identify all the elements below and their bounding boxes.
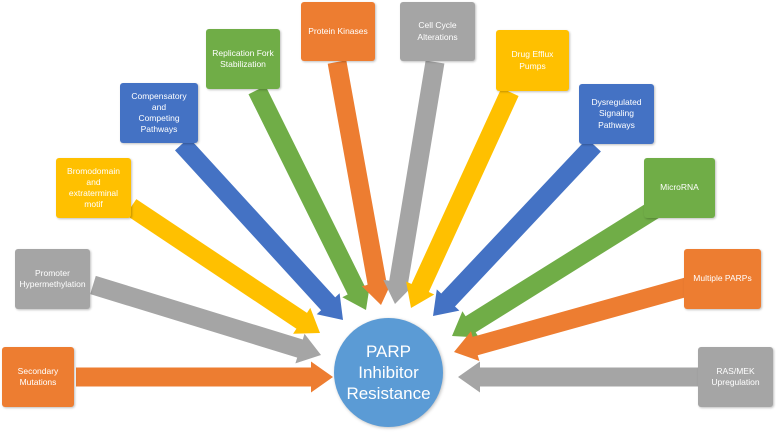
arrow-compensatory-pathways — [175, 137, 343, 320]
node-protein-kinases: Protein Kinases — [301, 2, 375, 61]
node-drug-efflux-pumps: Drug Efflux Pumps — [496, 30, 569, 91]
node-multiple-parps-label: Multiple PARPs — [693, 273, 752, 284]
node-protein-kinases-label: Protein Kinases — [308, 25, 368, 36]
arrow-secondary-mutations — [76, 361, 333, 393]
node-replication-fork: Replication Fork Stabilization — [206, 29, 280, 89]
node-dysregulated-signaling-label: Dysregulated Signaling Pathways — [591, 97, 642, 130]
node-promoter-hypermethylation-label: Promoter Hypermethylation — [19, 267, 86, 289]
node-promoter-hypermethylation: Promoter Hypermethylation — [15, 249, 90, 309]
arrow-drug-efflux-pumps — [406, 88, 519, 308]
arrow-protein-kinases — [327, 60, 393, 305]
arrow-multiple-parps — [454, 275, 697, 361]
node-compensatory-pathways-label: Compensatory and Competing Pathways — [131, 90, 187, 135]
node-secondary-mutations-label: Secondary Mutations — [17, 365, 59, 387]
node-ras-mek: RAS/MEK Upregulation — [698, 347, 773, 407]
node-drug-efflux-pumps-label: Drug Efflux Pumps — [511, 49, 554, 71]
center-label: PARP Inhibitor Resistance — [346, 341, 431, 404]
node-cell-cycle-label: Cell Cycle Alterations — [417, 20, 458, 42]
arrow-dysregulated-signaling — [433, 138, 601, 316]
arrow-microrna — [452, 197, 665, 338]
arrow-bromodomain — [125, 199, 320, 334]
center-circle: PARP Inhibitor Resistance — [334, 318, 443, 427]
node-ras-mek-label: RAS/MEK Upregulation — [711, 365, 760, 387]
node-dysregulated-signaling: Dysregulated Signaling Pathways — [579, 84, 654, 144]
node-cell-cycle: Cell Cycle Alterations — [400, 2, 475, 61]
node-replication-fork-label: Replication Fork Stabilization — [212, 47, 274, 69]
arrow-promoter-hypermethylation — [90, 275, 321, 364]
node-microrna-label: MicroRNA — [660, 182, 699, 193]
node-bromodomain-label: Bromodomain and extraterminal motif — [67, 165, 120, 210]
arrow-replication-fork — [248, 85, 371, 310]
node-microrna: MicroRNA — [644, 158, 715, 218]
arrow-cell-cycle — [383, 60, 445, 304]
arrow-ras-mek — [458, 361, 700, 393]
node-secondary-mutations: Secondary Mutations — [2, 347, 74, 407]
node-compensatory-pathways: Compensatory and Competing Pathways — [120, 83, 198, 143]
node-bromodomain: Bromodomain and extraterminal motif — [56, 158, 131, 218]
node-multiple-parps: Multiple PARPs — [684, 249, 761, 309]
